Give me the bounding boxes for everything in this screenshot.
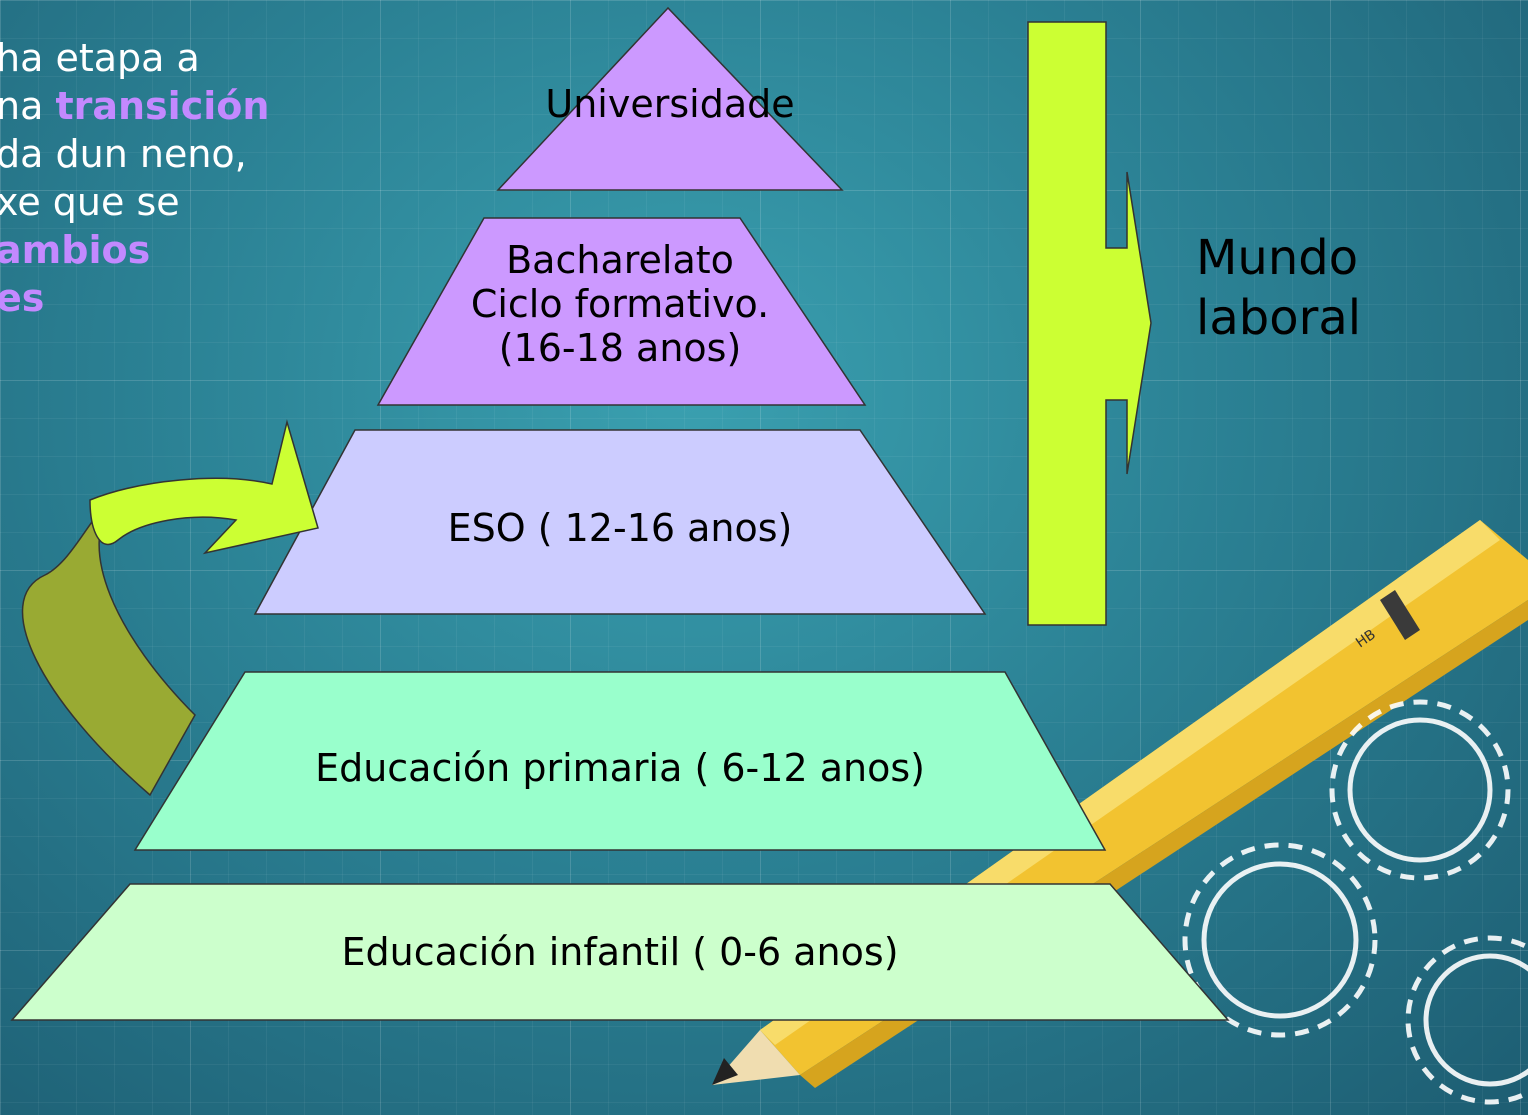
intro-line-6: es — [0, 276, 45, 320]
intro-line-1: ha etapa a — [0, 36, 200, 80]
intro-line-2: na transición — [0, 84, 270, 128]
mundo-laboral-label: Mundo laboral — [1196, 230, 1362, 346]
level-primaria-shape — [133, 671, 1107, 851]
intro-text: ha etapa a na transición da dun neno, xe… — [0, 34, 316, 322]
level-eso-label: ESO ( 12-16 anos) — [447, 506, 793, 550]
work-arrow-shape — [1027, 21, 1152, 626]
level-primaria-label: Educación primaria ( 6-12 anos) — [315, 746, 925, 790]
level-eso-shape — [253, 429, 987, 615]
level-universidade-shape — [496, 6, 844, 191]
level-bacharelato-shape — [376, 217, 867, 406]
level-universidade-label: Universidade — [545, 82, 795, 126]
intro-line-3: da dun neno, — [0, 132, 247, 176]
level-infantil-label: Educación infantil ( 0-6 anos) — [341, 930, 899, 974]
gears-illustration — [1182, 699, 1528, 1105]
level-bacharelato-label: Bacharelato Ciclo formativo. (16-18 anos… — [470, 238, 770, 370]
highlight-transicion: transición — [55, 84, 270, 128]
intro-line-5: ambios — [0, 228, 151, 272]
curved-arrow — [21, 419, 319, 797]
intro-line-4: xe que se — [0, 180, 180, 224]
level-infantil-shape — [10, 883, 1230, 1021]
